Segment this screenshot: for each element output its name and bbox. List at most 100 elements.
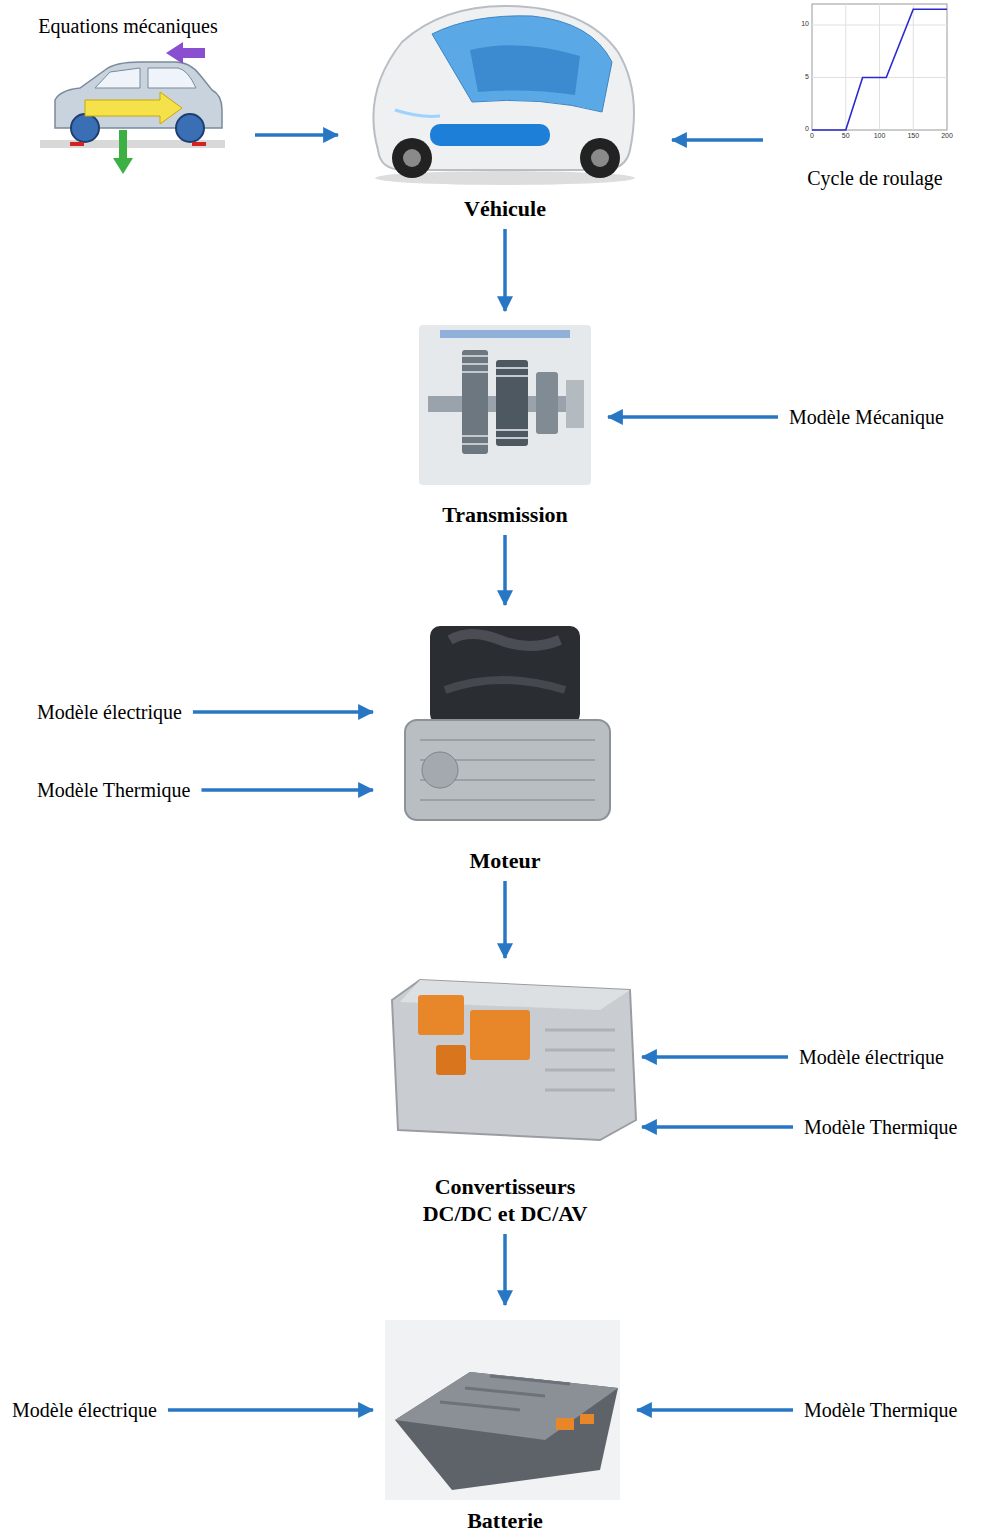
battery-pack bbox=[395, 1372, 618, 1490]
flow-arrow bbox=[503, 229, 507, 311]
model-input: Cycle de roulage bbox=[770, 0, 980, 190]
gear-teeth bbox=[462, 356, 528, 444]
battery-connector bbox=[580, 1414, 594, 1424]
mechanics-car-picture bbox=[40, 42, 225, 174]
contact-force-mark bbox=[192, 142, 206, 146]
battery-picture bbox=[385, 1320, 620, 1500]
battery-connector bbox=[556, 1418, 574, 1430]
wheel-hub bbox=[591, 149, 609, 167]
orange-connector bbox=[436, 1045, 466, 1075]
gear-wheel bbox=[462, 350, 488, 454]
axis-tick-label: 0 bbox=[795, 125, 809, 132]
car-window bbox=[148, 68, 196, 88]
axis-tick-label: 200 bbox=[937, 132, 957, 139]
flow-arrow bbox=[168, 1408, 373, 1412]
motor-housing bbox=[405, 720, 610, 820]
gearbox-background bbox=[419, 325, 591, 485]
model-input: Modèle Thermique bbox=[800, 1113, 961, 1141]
car-wheel bbox=[71, 114, 99, 142]
transmission-picture bbox=[419, 325, 591, 485]
component-caption: Moteur bbox=[470, 848, 541, 874]
flow-arrow bbox=[193, 710, 373, 714]
model-label: Cycle de roulage bbox=[807, 166, 943, 190]
axis-tick-label: 50 bbox=[836, 132, 856, 139]
model-label: Modèle électrique bbox=[37, 700, 182, 724]
glass-canopy bbox=[432, 16, 612, 112]
car-body bbox=[55, 62, 222, 128]
component-caption: Batterie bbox=[467, 1508, 543, 1534]
model-input: Modèle Mécanique bbox=[785, 403, 948, 431]
cooling-fins bbox=[420, 740, 595, 800]
gear-shaft bbox=[428, 396, 582, 412]
housing-top bbox=[400, 980, 630, 1010]
model-input: Equations mécaniques bbox=[8, 14, 248, 159]
vehicle-picture bbox=[373, 6, 635, 185]
gear-wheel bbox=[536, 372, 558, 434]
speed-profile-line bbox=[812, 9, 947, 130]
flow-arrow bbox=[608, 415, 778, 419]
front-led-panel bbox=[430, 124, 550, 146]
car-window bbox=[95, 68, 140, 88]
model-input: Modèle électrique bbox=[8, 1396, 161, 1424]
motor-top-block bbox=[430, 626, 580, 724]
gear-wheel bbox=[496, 360, 528, 446]
motor-pipe bbox=[445, 680, 565, 690]
axis-tick-label: 5 bbox=[795, 73, 809, 80]
car-wheel bbox=[580, 138, 620, 178]
component-caption: Convertisseurs DC/DC et DC/AV bbox=[403, 1174, 608, 1227]
model-label: Modèle électrique bbox=[12, 1398, 157, 1422]
ground-strip bbox=[40, 140, 225, 148]
motor-picture bbox=[405, 626, 610, 820]
orange-connector bbox=[418, 995, 464, 1035]
housing-ribs bbox=[545, 1030, 615, 1090]
converter-picture bbox=[392, 980, 636, 1140]
car-wheel bbox=[392, 138, 432, 178]
model-label: Modèle électrique bbox=[799, 1045, 944, 1069]
model-input: Modèle électrique bbox=[795, 1043, 948, 1071]
flow-arrow bbox=[642, 1125, 793, 1129]
bearing bbox=[566, 380, 584, 428]
component-block: Moteur bbox=[380, 612, 630, 874]
car-shell bbox=[373, 6, 634, 170]
model-label: Modèle Thermique bbox=[804, 1398, 957, 1422]
model-label: Modèle Mécanique bbox=[789, 405, 944, 429]
component-caption: Transmission bbox=[442, 502, 568, 528]
flow-arrow bbox=[503, 1234, 507, 1305]
drag-arrow bbox=[166, 42, 205, 64]
motor-flange bbox=[422, 752, 458, 788]
component-block: Véhicule bbox=[345, 0, 665, 222]
wheel-hub bbox=[403, 149, 421, 167]
flow-arrow bbox=[255, 133, 338, 137]
flow-arrow bbox=[503, 535, 507, 605]
component-block: Convertisseurs DC/DC et DC/AV bbox=[375, 965, 635, 1227]
headlight-strip bbox=[395, 110, 440, 116]
car-shadow bbox=[375, 171, 635, 185]
converter-housing bbox=[392, 980, 636, 1140]
cabin-interior bbox=[470, 45, 580, 95]
model-input: Modèle électrique bbox=[33, 698, 186, 726]
axis-tick-label: 150 bbox=[903, 132, 923, 139]
axis-tick-label: 10 bbox=[795, 20, 809, 27]
model-input: Modèle Thermique bbox=[33, 776, 194, 804]
car-wheel bbox=[176, 114, 204, 142]
battery-top-face bbox=[395, 1372, 618, 1440]
axis-tick-label: 100 bbox=[870, 132, 890, 139]
weight-arrow bbox=[113, 130, 133, 174]
motor-pipe bbox=[450, 634, 560, 646]
model-label: Modèle Thermique bbox=[37, 778, 190, 802]
traction-arrow bbox=[85, 92, 182, 124]
component-block: Batterie bbox=[380, 1312, 630, 1534]
flow-arrow bbox=[642, 1055, 788, 1059]
chart-grid bbox=[812, 4, 947, 130]
flow-arrow bbox=[637, 1408, 793, 1412]
contact-force-mark bbox=[70, 142, 84, 146]
drive-cycle-chart bbox=[812, 4, 947, 130]
model-input: Modèle Thermique bbox=[800, 1396, 961, 1424]
model-label: Equations mécaniques bbox=[38, 14, 217, 38]
battery-background bbox=[385, 1320, 620, 1500]
chart-frame bbox=[812, 4, 947, 130]
battery-modules bbox=[440, 1376, 570, 1410]
